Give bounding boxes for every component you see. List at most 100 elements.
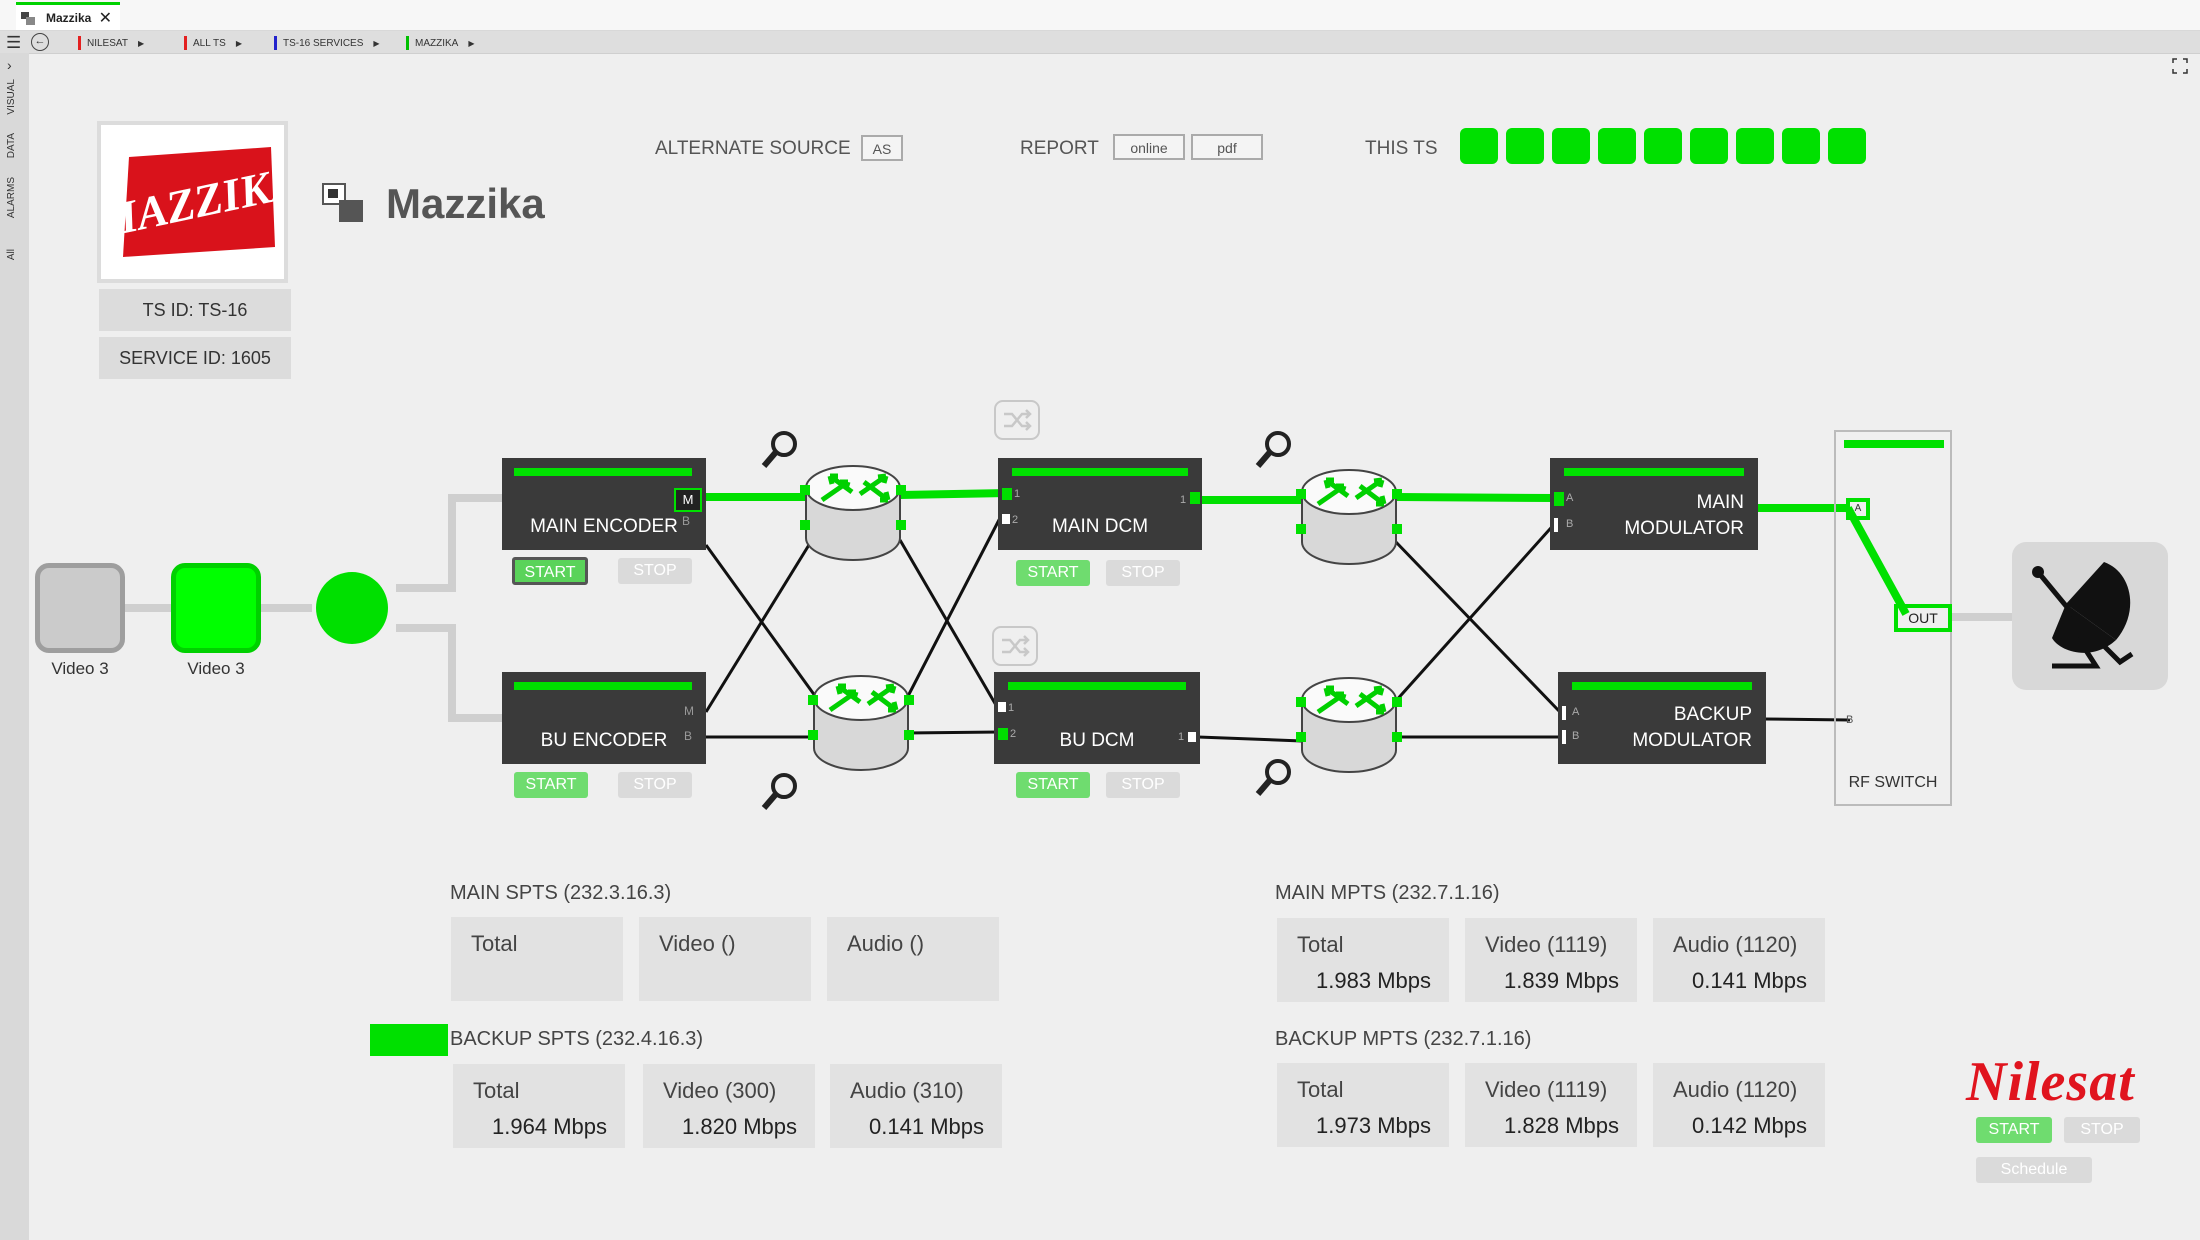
main-encoder[interactable]: MAIN ENCODER M B bbox=[502, 458, 706, 550]
bu-dcm-stop-button[interactable]: STOP bbox=[1106, 772, 1180, 798]
as-button[interactable]: AS bbox=[861, 135, 903, 161]
port-b: B bbox=[1572, 730, 1580, 742]
ts-status-led[interactable] bbox=[1644, 128, 1682, 164]
breadcrumb-ts16-services[interactable]: TS-16 SERVICES ▶ bbox=[274, 35, 380, 51]
bu-dcm[interactable]: BU DCM 1 2 1 bbox=[994, 672, 1200, 764]
device-label: MODULATOR bbox=[1624, 518, 1744, 539]
magnifier-icon[interactable] bbox=[760, 428, 802, 470]
menu-icon[interactable]: ☰ bbox=[6, 33, 22, 52]
port-b: B bbox=[1566, 518, 1574, 530]
side-tab-visual[interactable]: VISUAL bbox=[6, 79, 17, 115]
backup-spts-title: BACKUP SPTS (232.4.16.3) bbox=[450, 1028, 704, 1050]
status-bar bbox=[514, 682, 692, 690]
port-indicator bbox=[1554, 492, 1564, 506]
report-online-button[interactable]: online bbox=[1113, 134, 1185, 160]
side-tab-alarms[interactable]: ALARMS bbox=[6, 177, 17, 219]
source-label: Video 3 bbox=[187, 659, 245, 678]
port-b: B bbox=[684, 729, 693, 743]
shuffle-icon[interactable] bbox=[994, 400, 1040, 440]
flag-icon bbox=[406, 36, 409, 50]
flag-icon bbox=[274, 36, 277, 50]
satellite-dish-icon bbox=[2032, 562, 2134, 669]
port-indicator bbox=[1002, 488, 1012, 500]
shuffle-icon[interactable] bbox=[992, 626, 1038, 666]
bu-encoder[interactable]: BU ENCODER M B bbox=[502, 672, 706, 764]
ts-status-led[interactable] bbox=[1782, 128, 1820, 164]
backup-mpts-video: Video (1119)1.828 Mbps bbox=[1465, 1063, 1637, 1147]
uplink-dish[interactable] bbox=[2012, 542, 2168, 690]
bu-encoder-start-button[interactable]: START bbox=[514, 772, 588, 798]
port-indicator bbox=[1562, 730, 1566, 744]
status-bar bbox=[1012, 468, 1188, 476]
back-icon[interactable]: ← bbox=[31, 33, 49, 51]
main-dcm[interactable]: MAIN DCM 1 2 1 bbox=[998, 458, 1202, 550]
main-dcm-stop-button[interactable]: STOP bbox=[1106, 560, 1180, 586]
switch-node[interactable] bbox=[316, 572, 388, 644]
close-icon[interactable]: ✕ bbox=[98, 10, 112, 27]
chevron-right-icon[interactable]: › bbox=[7, 57, 12, 73]
rf-switch[interactable]: A B OUT RF SWITCH bbox=[1834, 430, 1952, 806]
backup-modulator[interactable]: BACKUP MODULATOR A B bbox=[1558, 672, 1766, 764]
router-icon[interactable] bbox=[800, 462, 906, 568]
main-mpts-title: MAIN MPTS (232.7.1.16) bbox=[1275, 882, 1500, 904]
mazzika-logo: MAZZIKA bbox=[91, 125, 305, 279]
nilesat-stop-button[interactable]: STOP bbox=[2064, 1117, 2140, 1143]
source-video-3-active[interactable] bbox=[171, 563, 261, 653]
schedule-button[interactable]: Schedule bbox=[1976, 1157, 2092, 1183]
ts-status-led[interactable] bbox=[1552, 128, 1590, 164]
side-tab-data[interactable]: DATA bbox=[6, 133, 17, 159]
router-icon[interactable] bbox=[808, 672, 914, 778]
router-icon[interactable] bbox=[1296, 674, 1402, 780]
port-a: A bbox=[1566, 492, 1574, 504]
port-1: 1 bbox=[1014, 488, 1021, 500]
main-mpts-audio: Audio (1120)0.141 Mbps bbox=[1653, 918, 1825, 1002]
ts-status-led[interactable] bbox=[1598, 128, 1636, 164]
breadcrumb-nilesat[interactable]: NILESAT ▶ bbox=[78, 35, 144, 51]
main-mpts-video: Video (1119)1.839 Mbps bbox=[1465, 918, 1637, 1002]
port-b: B bbox=[682, 514, 691, 528]
page-title: Mazzika bbox=[386, 180, 545, 227]
fullscreen-icon[interactable] bbox=[2172, 58, 2188, 74]
magnifier-icon[interactable] bbox=[1254, 756, 1296, 798]
rf-input-a: A bbox=[1846, 498, 1870, 520]
device-label: MAIN ENCODER bbox=[530, 516, 678, 537]
port-indicator bbox=[1188, 732, 1196, 742]
magnifier-icon[interactable] bbox=[1254, 428, 1296, 470]
breadcrumb-label: TS-16 SERVICES bbox=[283, 37, 364, 49]
ts-status-led[interactable] bbox=[1460, 128, 1498, 164]
port-out: 1 bbox=[1180, 494, 1187, 506]
report-pdf-button[interactable]: pdf bbox=[1191, 134, 1263, 160]
nilesat-start-button[interactable]: START bbox=[1976, 1117, 2052, 1143]
rf-input-b: B bbox=[1846, 714, 1854, 726]
status-bar bbox=[1008, 682, 1186, 690]
bu-dcm-start-button[interactable]: START bbox=[1016, 772, 1090, 798]
main-encoder-start-button[interactable]: START bbox=[512, 557, 588, 585]
main-modulator[interactable]: MAIN MODULATOR A B bbox=[1550, 458, 1758, 550]
ts-status-led[interactable] bbox=[1506, 128, 1544, 164]
device-label: MAIN DCM bbox=[1051, 516, 1149, 537]
tab-mazzika[interactable]: Mazzika ✕ bbox=[16, 2, 120, 30]
breadcrumb-mazzika[interactable]: MAZZIKA ▶ bbox=[406, 35, 475, 51]
side-tab-all[interactable]: All bbox=[6, 249, 17, 261]
port-indicator bbox=[1554, 518, 1558, 532]
backup-active-indicator bbox=[370, 1024, 448, 1056]
ts-status-led[interactable] bbox=[1690, 128, 1728, 164]
service-icon bbox=[322, 183, 363, 222]
ts-id-label: TS ID: TS-16 bbox=[99, 289, 291, 331]
backup-spts-audio: Audio (310)0.141 Mbps bbox=[830, 1064, 1002, 1148]
main-dcm-start-button[interactable]: START bbox=[1016, 560, 1090, 586]
ts-status-led[interactable] bbox=[1736, 128, 1774, 164]
main-spts-total: Total bbox=[451, 917, 623, 1001]
main-encoder-stop-button[interactable]: STOP bbox=[618, 558, 692, 584]
magnifier-icon[interactable] bbox=[760, 770, 802, 812]
breadcrumb-all-ts[interactable]: ALL TS ▶ bbox=[184, 35, 242, 51]
router-icon[interactable] bbox=[1296, 466, 1402, 572]
source-video-3-idle[interactable] bbox=[35, 563, 125, 653]
status-bar bbox=[514, 468, 692, 476]
source-label: Video 3 bbox=[51, 659, 109, 678]
status-bar bbox=[1844, 440, 1944, 448]
port-a: A bbox=[1572, 706, 1580, 718]
bu-encoder-stop-button[interactable]: STOP bbox=[618, 772, 692, 798]
ts-status-led[interactable] bbox=[1828, 128, 1866, 164]
